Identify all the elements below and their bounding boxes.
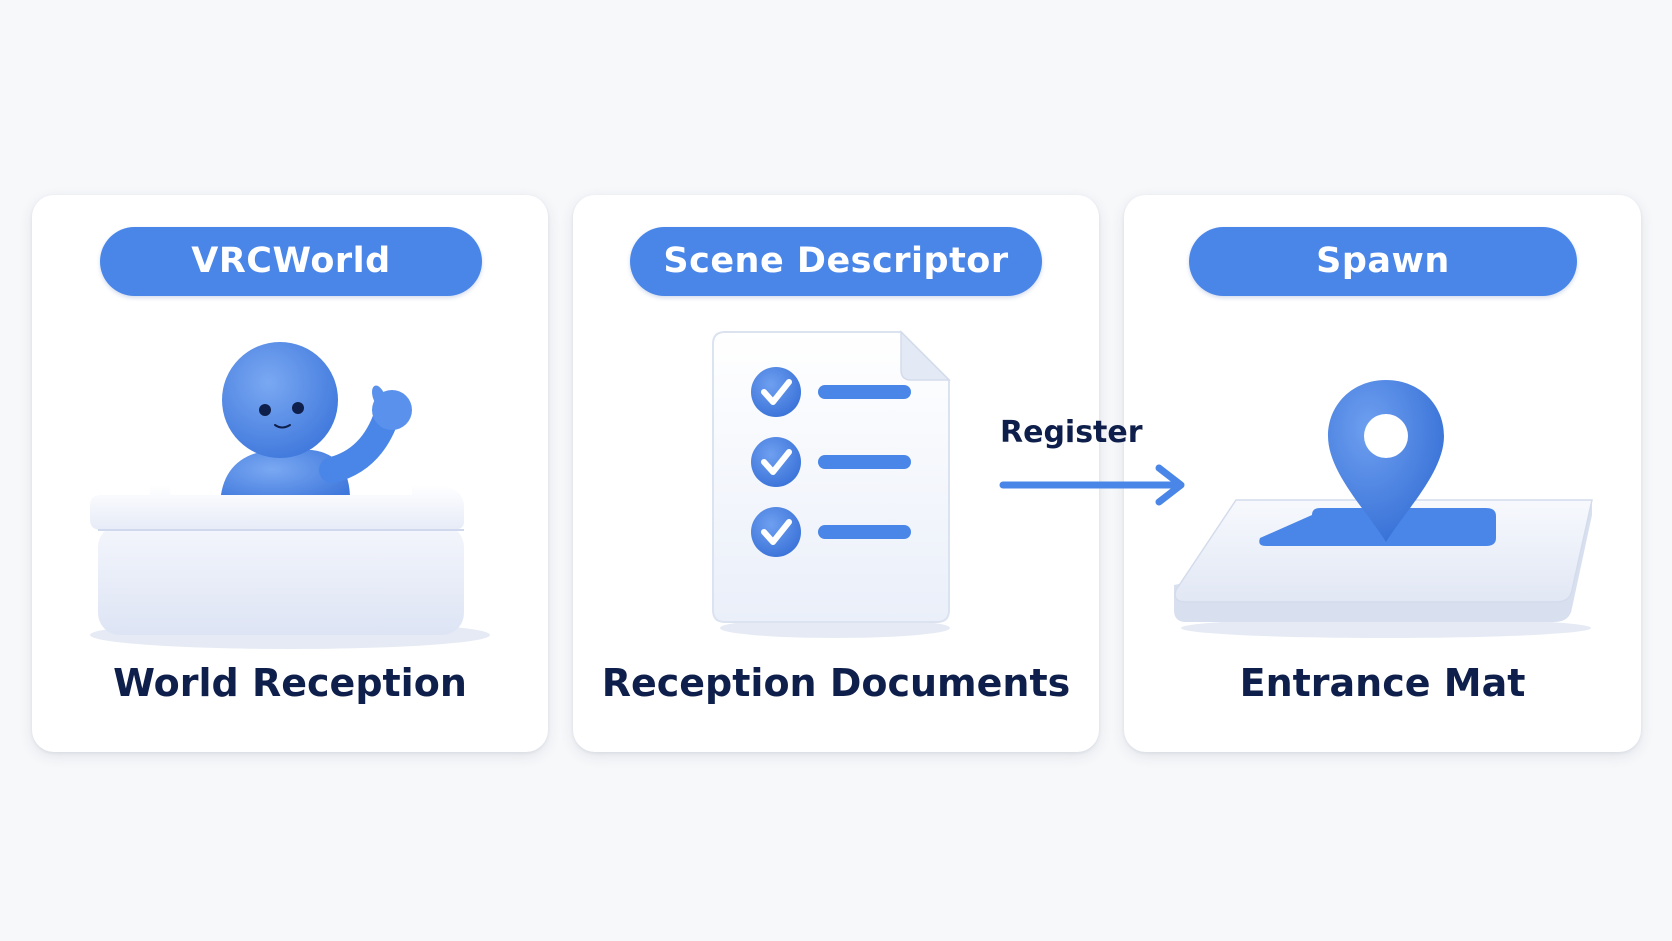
arrow-right-icon <box>999 464 1185 506</box>
check-item-3 <box>751 507 911 557</box>
tag-vrcworld: VRCWorld <box>100 227 482 296</box>
check-item-2 <box>751 437 911 487</box>
card-spawn: Spawn Entrance Mat <box>1124 195 1641 752</box>
reception-desk-character-icon <box>90 342 490 649</box>
card-vrcworld: VRCWorld <box>32 195 548 752</box>
caption-entrance-mat: Entrance Mat <box>1239 661 1526 705</box>
checklist-document-icon <box>712 330 951 638</box>
tag-spawn: Spawn <box>1189 227 1577 296</box>
location-pin-mat-icon <box>1174 380 1593 638</box>
card-scene-descriptor: Scene Descriptor <box>573 195 1099 752</box>
caption-reception-documents: Reception Documents <box>601 661 1071 705</box>
connector-label-register: Register <box>1000 415 1143 450</box>
check-item-1 <box>751 367 911 417</box>
caption-world-reception: World Reception <box>113 661 467 705</box>
tag-scene-descriptor: Scene Descriptor <box>630 227 1042 296</box>
